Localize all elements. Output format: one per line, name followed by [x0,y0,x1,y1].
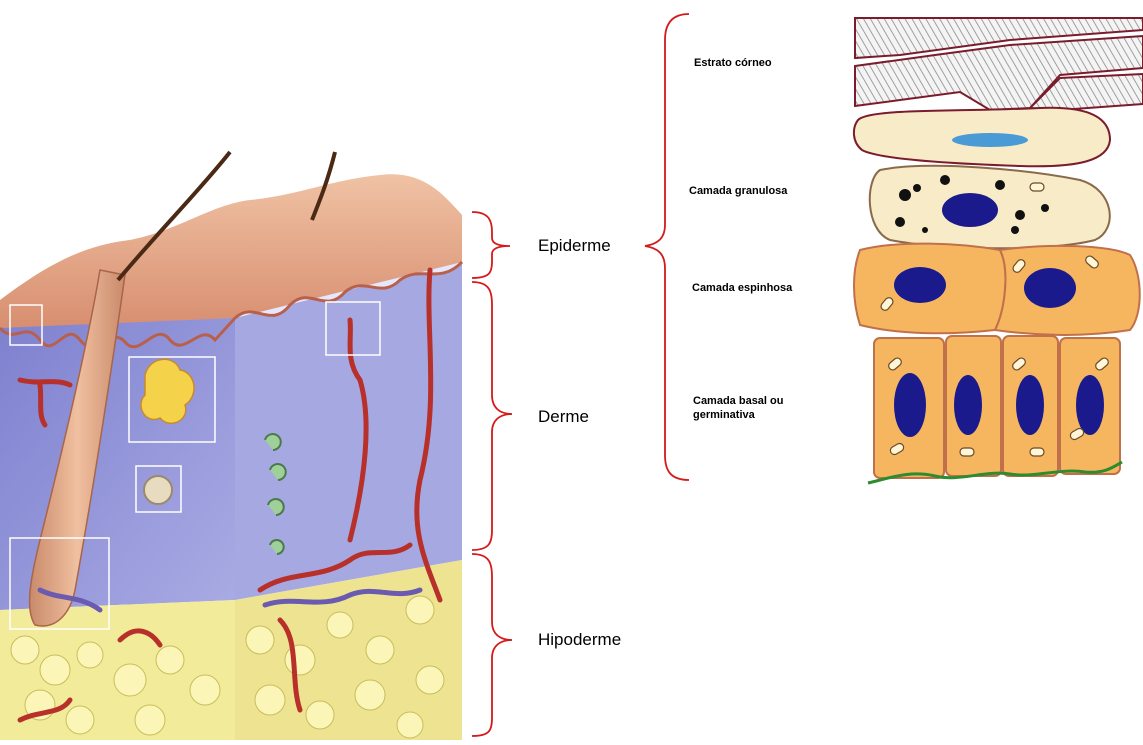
label-estrato-corneo: Estrato córneo [694,57,772,69]
label-camada-granulosa: Camada granulosa [689,185,788,197]
flattened-nucleus [952,133,1028,147]
label-derme: Derme [538,407,589,426]
hipoderme-bracket [472,554,512,736]
stratum-corneum-plates [855,18,1143,110]
derme-bracket [472,282,512,550]
label-camada-espinhosa: Camada espinhosa [692,282,793,294]
left-brackets [472,14,689,736]
label-hipoderme: Hipoderme [538,630,621,649]
sweat-gland [144,476,172,504]
spinous-nucleus-left [894,267,946,303]
epidermis-detail-bracket [645,14,689,480]
skin-block-illustration [0,152,462,740]
label-camada-basal: Camada basal ou germinativa [693,394,823,422]
spinous-nucleus-right [1024,268,1076,308]
label-epiderme: Epiderme [538,236,611,255]
granular-nucleus [942,193,998,227]
epiderme-bracket [472,212,510,278]
epidermis-cell-diagram [854,18,1143,483]
